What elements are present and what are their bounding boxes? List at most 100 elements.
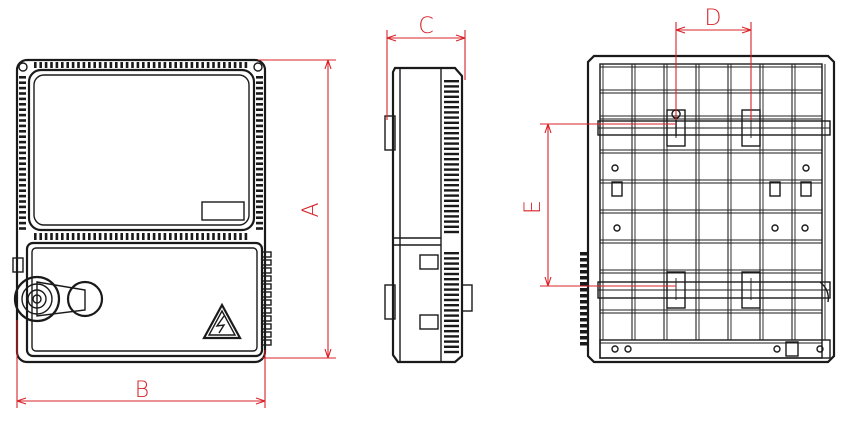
fin: [444, 215, 459, 218]
fin: [169, 233, 172, 240]
fin: [223, 233, 226, 240]
dimension-label-a: A: [299, 202, 324, 217]
tooth: [580, 342, 589, 346]
fin: [206, 62, 210, 68]
fin: [444, 199, 459, 202]
fin: [244, 62, 248, 68]
side-latch: [419, 254, 439, 270]
tooth: [580, 282, 589, 286]
fin: [444, 116, 459, 119]
fin: [256, 146, 263, 149]
fin: [256, 140, 263, 144]
fin: [55, 233, 59, 240]
electrical-hazard-triangle-icon: [202, 302, 242, 340]
fin: [256, 211, 263, 214]
fin: [19, 205, 26, 209]
fin: [444, 152, 459, 156]
fin: [109, 233, 113, 240]
fin: [61, 62, 64, 68]
fin: [19, 178, 26, 182]
fin: [50, 62, 53, 68]
fin: [228, 233, 231, 240]
fin: [444, 330, 459, 333]
fin: [19, 173, 26, 176]
tooth: [580, 324, 589, 328]
fin: [444, 173, 459, 176]
tooth: [580, 312, 589, 316]
fin: [61, 233, 64, 240]
mount-hole: [802, 164, 810, 172]
fin: [444, 262, 459, 265]
fin: [444, 168, 459, 171]
fin: [444, 111, 459, 114]
fin: [66, 62, 69, 68]
tooth: [261, 275, 272, 282]
fin: [19, 113, 26, 117]
fin: [444, 278, 459, 281]
fin: [115, 62, 118, 68]
fin: [444, 95, 459, 98]
fin: [71, 233, 75, 240]
fin: [19, 76, 26, 79]
fin: [196, 233, 199, 240]
fin: [158, 233, 161, 240]
fin: [136, 233, 140, 240]
fin: [256, 227, 263, 230]
back-view: [580, 54, 836, 364]
front-ribbed-border: [19, 62, 263, 240]
back-body-outline: [586, 54, 836, 364]
fin: [190, 233, 194, 240]
fin: [19, 140, 26, 144]
fin: [444, 178, 459, 182]
dimension-a: A: [258, 59, 336, 359]
fin: [169, 62, 172, 68]
screw-icon: [253, 62, 263, 72]
fin: [444, 90, 459, 93]
fin: [82, 62, 86, 68]
fin: [256, 221, 263, 225]
dimension-d: D: [675, 6, 752, 120]
fin: [444, 293, 459, 296]
fin: [39, 62, 42, 68]
fin: [256, 76, 263, 79]
tooth: [261, 283, 272, 290]
fin: [19, 81, 26, 84]
dimension-label-d: D: [705, 6, 722, 31]
fin: [444, 204, 459, 208]
fin: [98, 233, 102, 240]
fin: [125, 233, 129, 240]
dimension-label-c: C: [418, 14, 433, 39]
fin: [256, 92, 263, 95]
tooth: [580, 318, 589, 322]
fin: [444, 314, 459, 317]
fin: [256, 124, 263, 128]
fin: [98, 62, 102, 68]
mount-hole: [801, 224, 809, 232]
tooth: [580, 306, 589, 310]
fin: [256, 189, 263, 192]
fin: [256, 151, 263, 155]
fin: [109, 62, 113, 68]
fin: [19, 167, 26, 171]
side-ribs: [444, 80, 459, 354]
fin: [19, 97, 26, 101]
fin: [444, 142, 459, 145]
side-clip-lower: [384, 284, 396, 320]
fin: [444, 350, 459, 354]
fin: [444, 230, 459, 234]
mount-hole: [613, 224, 621, 232]
fin: [444, 158, 459, 161]
fin: [19, 221, 26, 225]
fin: [34, 62, 37, 68]
fin: [88, 233, 91, 240]
fin: [82, 233, 86, 240]
fin: [19, 119, 26, 122]
tooth: [261, 315, 272, 322]
front-upper-window-inner: [33, 74, 250, 226]
tooth: [261, 331, 272, 338]
fin: [444, 137, 459, 140]
fin: [201, 62, 204, 68]
fin: [444, 309, 459, 312]
back-curve: [819, 281, 830, 303]
fin: [206, 233, 210, 240]
